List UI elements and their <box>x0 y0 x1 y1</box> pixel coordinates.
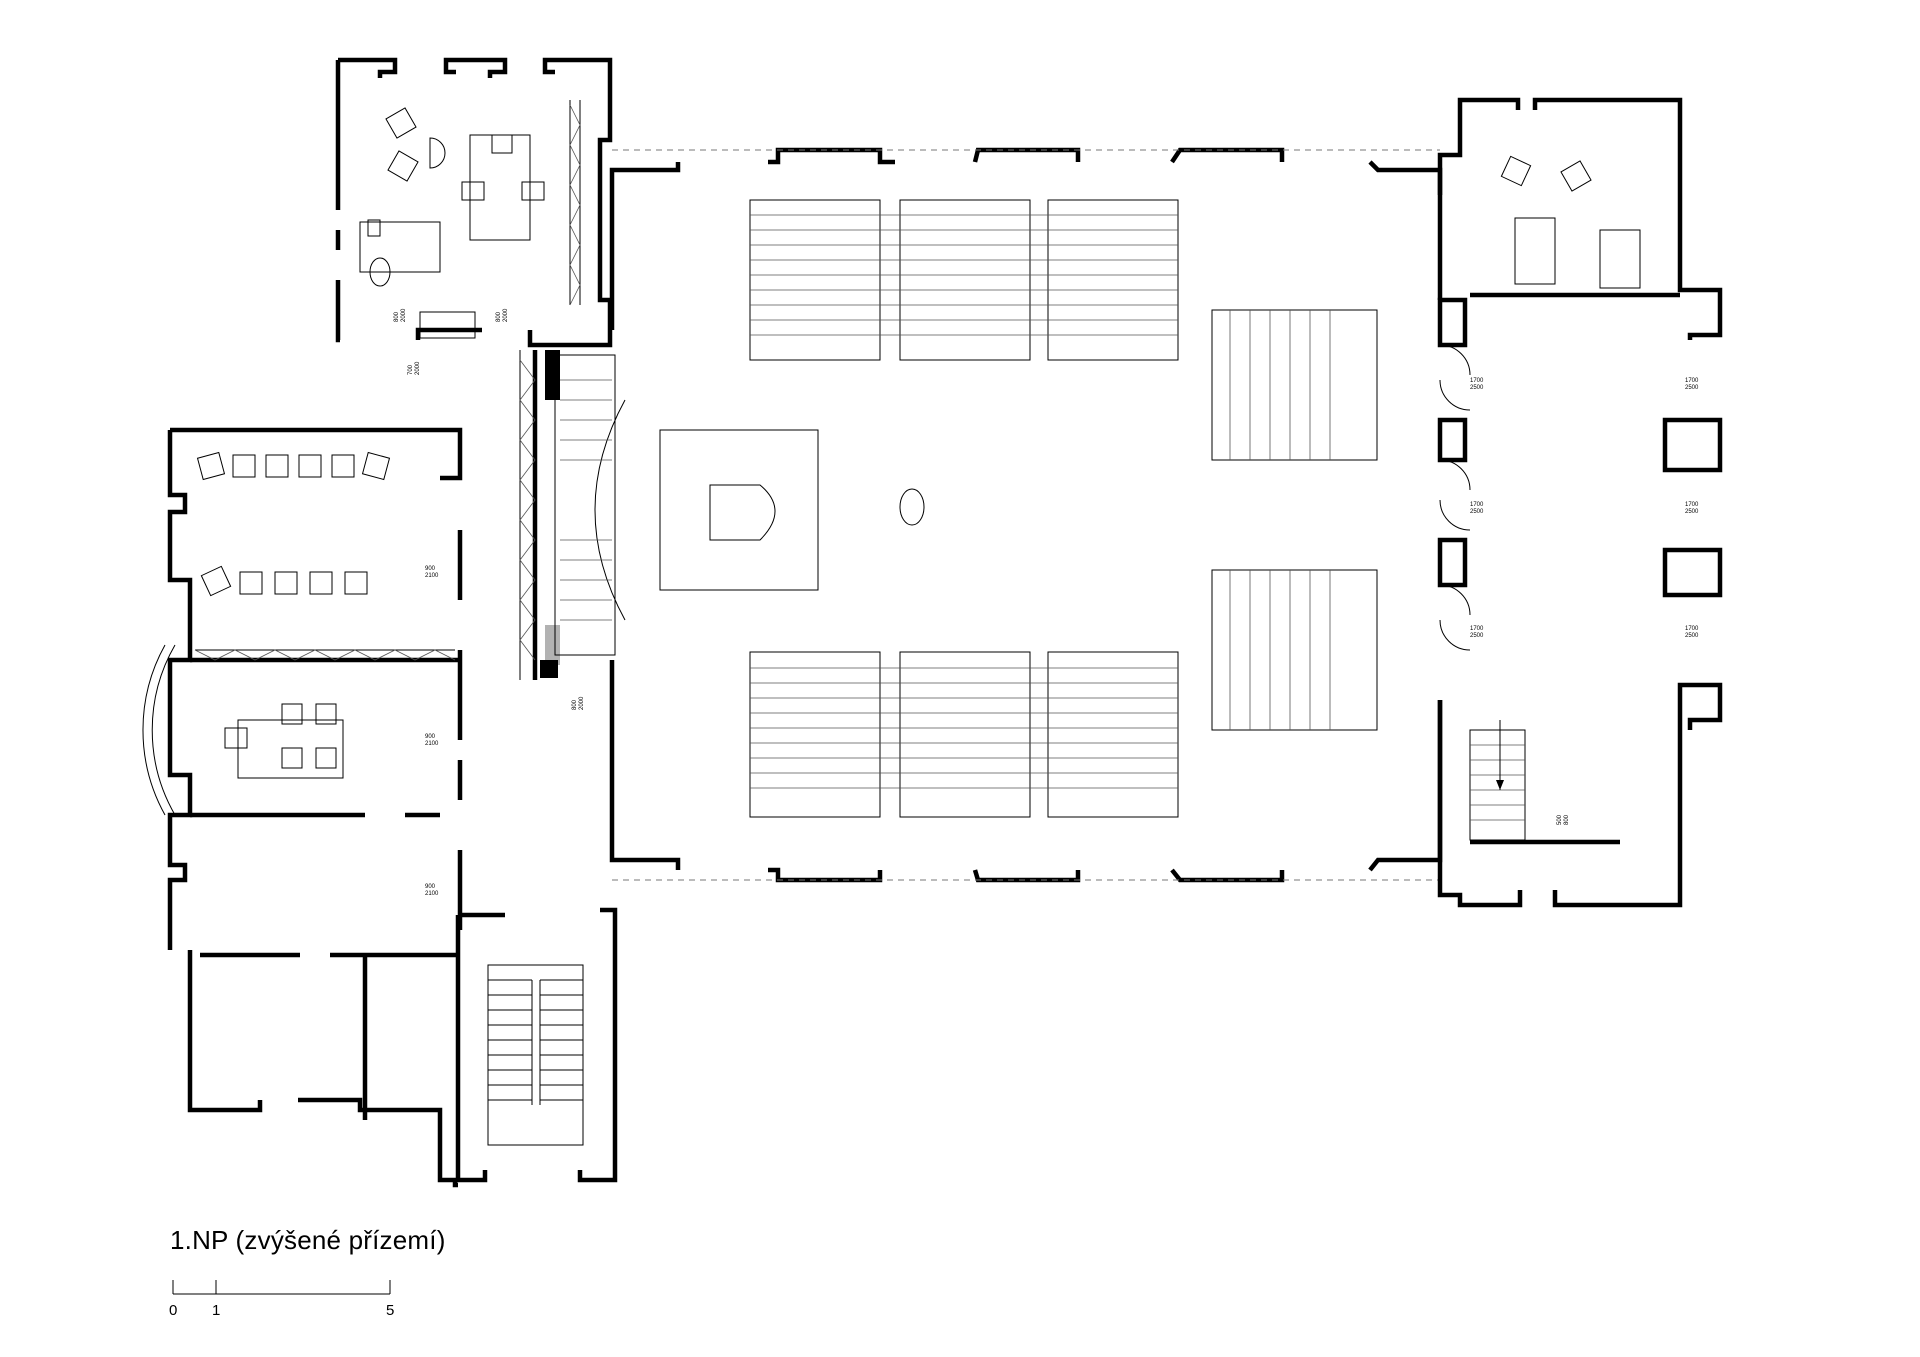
door-label: 1700 <box>1470 502 1484 508</box>
door-label: 2100 <box>425 891 439 897</box>
door-label: 2500 <box>1685 633 1699 639</box>
door-label: 1700 <box>1685 502 1699 508</box>
office-east-furniture <box>1500 155 1641 289</box>
door-label: 700 <box>408 364 414 375</box>
chair-row <box>196 451 391 597</box>
drawing-title: 1.NP (zvýšené přízemí) <box>170 1225 446 1255</box>
scale-bar-graphic <box>172 1280 391 1295</box>
door-label: 2100 <box>425 741 439 747</box>
scale-label-5: 5 <box>386 1302 395 1319</box>
door-label: 1700 <box>1685 378 1699 384</box>
door-label: 2100 <box>425 573 439 579</box>
chair-icon <box>521 181 545 201</box>
stair-treads <box>488 979 583 1105</box>
door-label: 900 <box>425 566 436 572</box>
wing-west-offices <box>142 427 463 1188</box>
stair-tower-south <box>455 907 618 1183</box>
door-label: 800 <box>1564 814 1570 825</box>
wing-northwest-office <box>335 57 613 348</box>
door-label: 2500 <box>1685 385 1699 391</box>
altar <box>594 399 925 621</box>
door-label: 1700 <box>1470 378 1484 384</box>
door-label: 2500 <box>1470 385 1484 391</box>
door-label: 800 <box>394 311 400 322</box>
door-label: 900 <box>425 884 436 890</box>
door-labels: 800 2000 800 2000 700 2000 900 2100 900 … <box>394 308 1699 897</box>
stair-east <box>1469 720 1526 841</box>
door-label: 2500 <box>1470 633 1484 639</box>
door-label: 2000 <box>503 308 509 322</box>
scale-bar: 0 1 5 <box>169 1272 402 1322</box>
door-label: 2000 <box>579 696 585 710</box>
main-hall <box>554 147 1443 883</box>
door-label: 900 <box>425 734 436 740</box>
bench-lines <box>750 214 1331 789</box>
chair-icon <box>387 150 419 182</box>
door-label: 2500 <box>1470 509 1484 515</box>
chair-icon <box>491 134 513 154</box>
door-label: 1700 <box>1470 626 1484 632</box>
chair-icon <box>385 107 417 139</box>
door-label: 2000 <box>401 308 407 322</box>
wing-east <box>1437 97 1723 908</box>
corridor-west <box>519 350 560 680</box>
door-label: 2000 <box>415 361 421 375</box>
door-label: 800 <box>496 311 502 322</box>
door-label: 800 <box>572 699 578 710</box>
door-swing <box>1439 344 1471 651</box>
door-label: 1700 <box>1685 626 1699 632</box>
scale-label-0: 0 <box>169 1302 178 1319</box>
door-label: 500 <box>1557 814 1563 825</box>
bench-block <box>749 199 1378 818</box>
door-label: 2500 <box>1685 509 1699 515</box>
scale-label-1: 1 <box>212 1302 221 1319</box>
chair-icon <box>461 181 485 201</box>
stair-west-hall <box>554 354 616 656</box>
